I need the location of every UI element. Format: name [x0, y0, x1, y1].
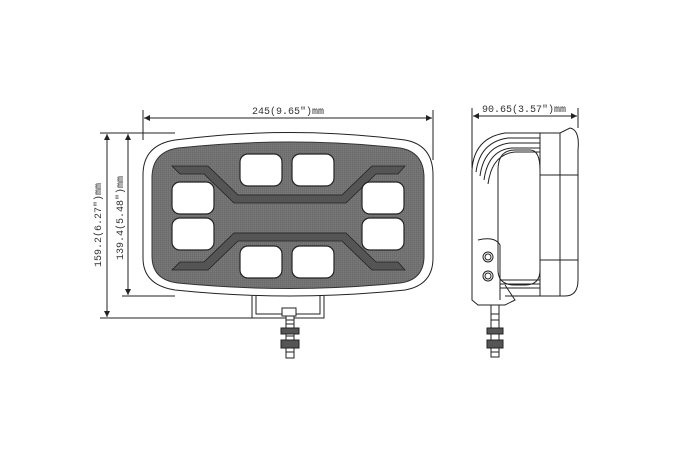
dimension-height-total: 159.2(6.27")mm — [93, 132, 252, 319]
front-view — [142, 132, 434, 359]
led-module — [291, 153, 335, 187]
drl-light-guides — [171, 165, 406, 271]
height-body-label: 139.4(5.48")mm — [115, 176, 127, 260]
side-view — [471, 127, 579, 358]
led-module — [291, 245, 335, 279]
dimension-width: 245(9.65")mm — [142, 106, 434, 160]
housing-outline — [142, 132, 434, 297]
dimension-height-body: 139.4(5.48")mm — [115, 134, 175, 297]
led-module — [361, 181, 405, 215]
led-modules — [171, 153, 405, 279]
led-module — [239, 245, 283, 279]
led-module — [361, 217, 405, 251]
led-module — [239, 153, 283, 187]
mount-bracket — [251, 296, 325, 359]
led-module — [171, 181, 215, 215]
height-total-label: 159.2(6.27")mm — [93, 183, 105, 267]
led-module — [171, 217, 215, 251]
dimension-depth: 90.65(3.57")mm — [471, 104, 579, 168]
width-label: 245(9.65")mm — [252, 106, 324, 118]
depth-label: 90.65(3.57")mm — [482, 104, 566, 116]
